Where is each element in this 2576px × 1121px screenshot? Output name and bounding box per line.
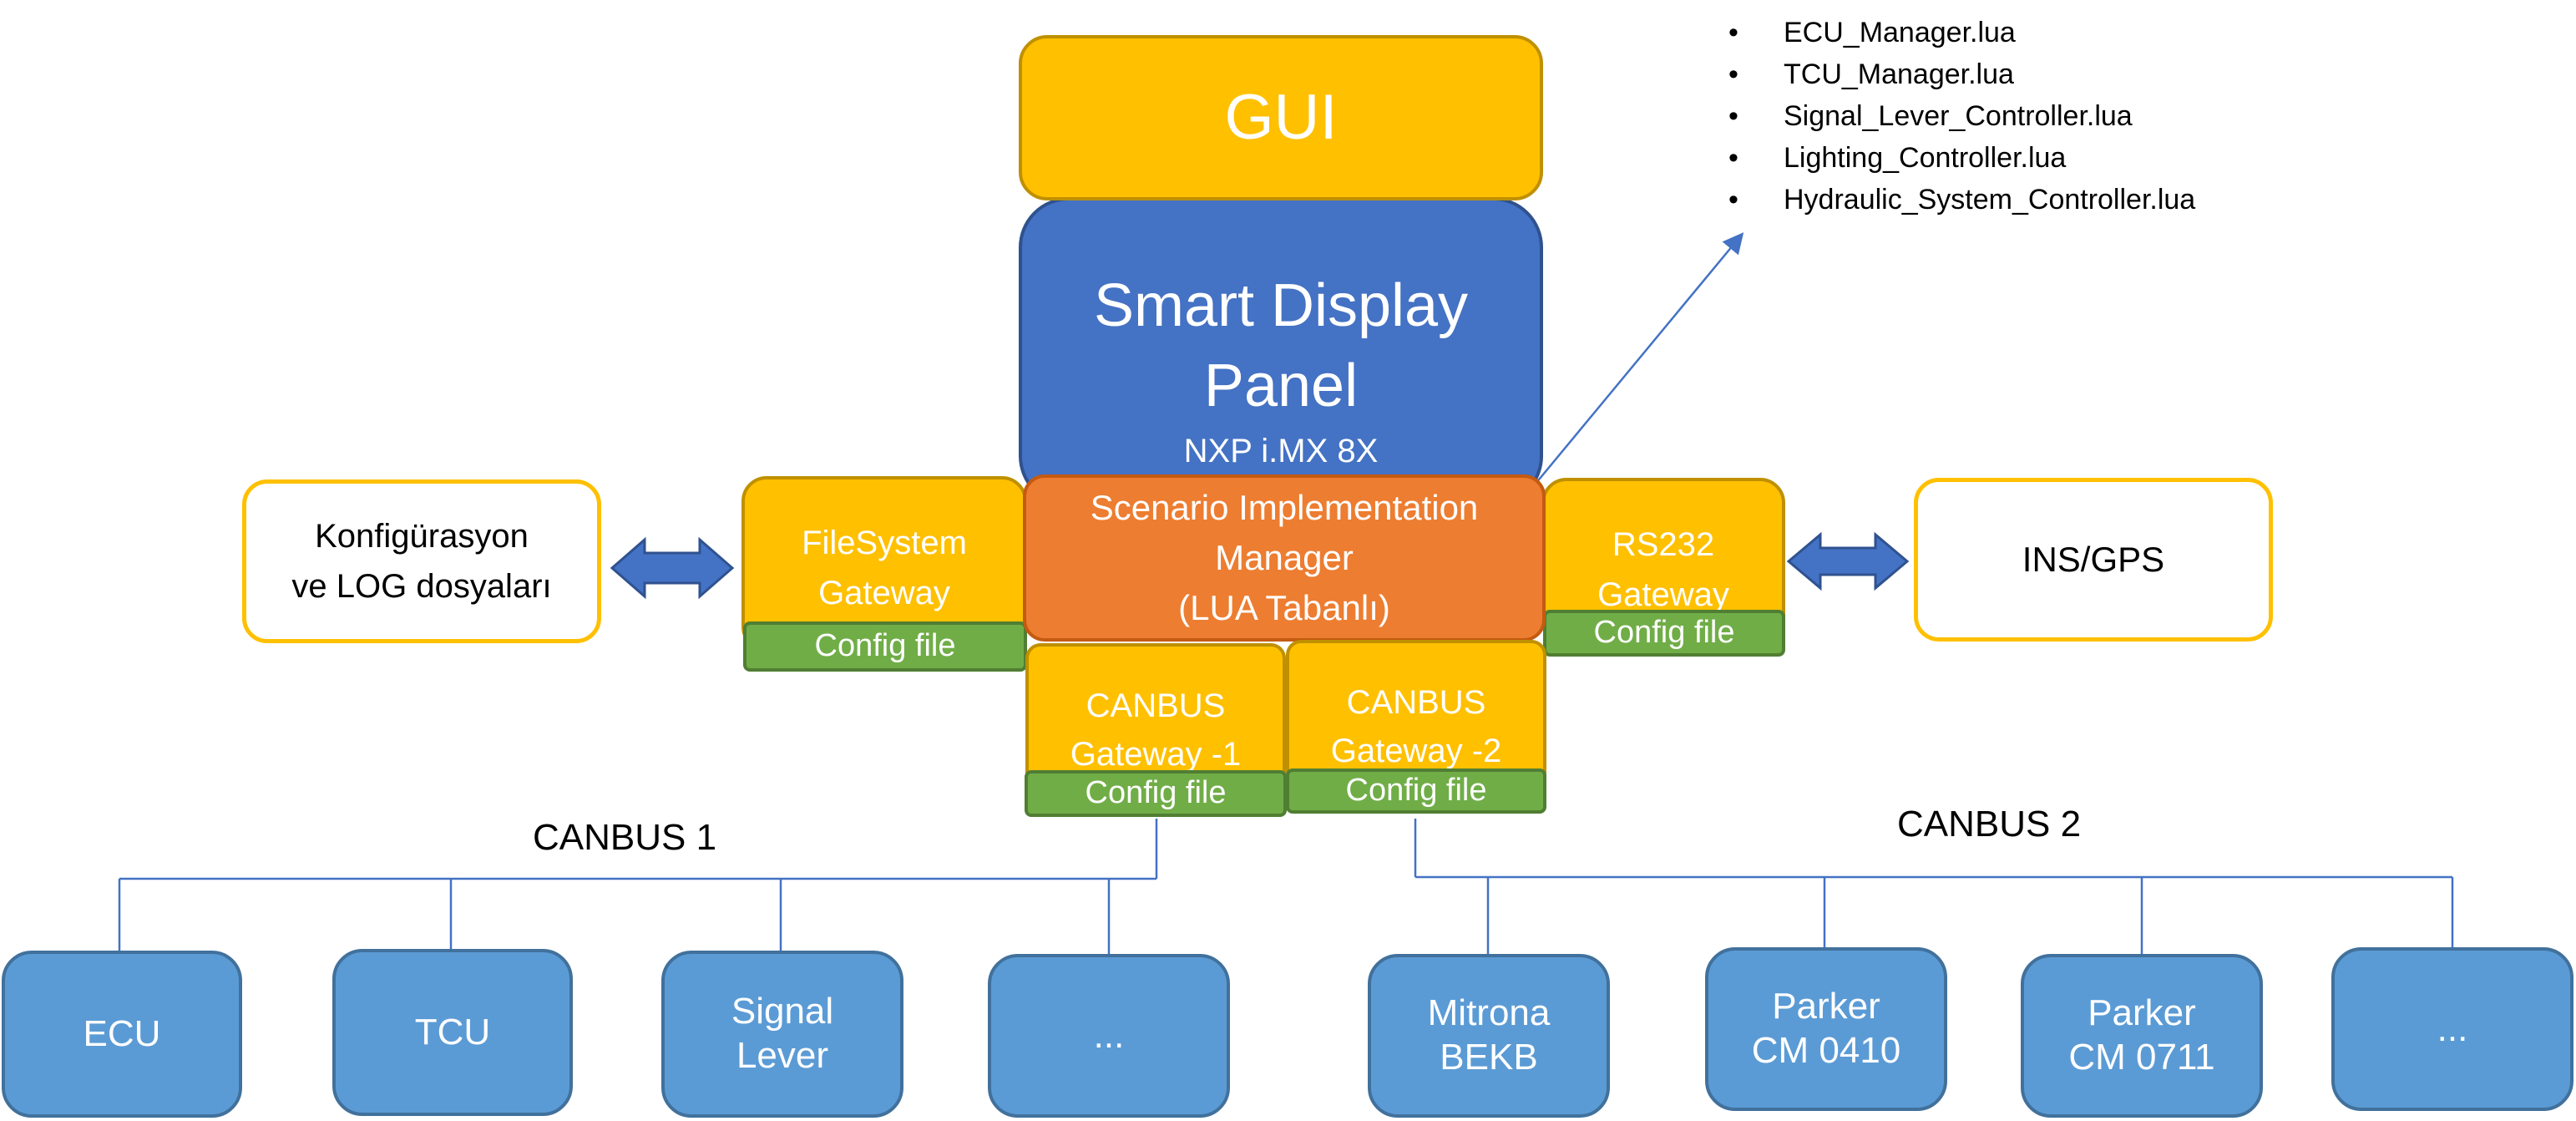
- device-signal-lever: Signal Lever: [661, 951, 903, 1118]
- canbus-2-bus: [1414, 819, 2454, 956]
- device-tcu: TCU: [332, 949, 573, 1116]
- lua-script-item: Lighting_Controller.lua: [1728, 137, 2195, 179]
- canbus-1-bus: [118, 819, 1158, 956]
- filesystem-double-arrow: [610, 536, 735, 600]
- canbus-1-config-label: Config file: [1085, 775, 1227, 811]
- smart-display-title-1: Smart Display: [1093, 272, 1469, 339]
- device-more-canbus-2: ...: [2331, 947, 2573, 1111]
- device-parker-cm-0711: Parker CM 0711: [2021, 954, 2263, 1118]
- ins-gps-box: INS/GPS: [1914, 478, 2273, 642]
- scenario-manager-label-3: (LUA Tabanlı): [1178, 588, 1390, 627]
- device-parker-cm-0410-label-1: Parker: [1772, 986, 1880, 1027]
- canbus-gateway-2: CANBUS Gateway -2: [1286, 640, 1546, 787]
- device-parker-cm-0711-label-1: Parker: [2088, 992, 2196, 1034]
- rs232-gateway-label-2: Gateway: [1597, 576, 1729, 613]
- device-signal-lever-label-1: Signal: [731, 991, 834, 1032]
- rs232-config-label: Config file: [1593, 615, 1735, 651]
- device-parker-cm-0410-label-2: CM 0410: [1751, 1030, 1901, 1071]
- lua-script-item: ECU_Manager.lua: [1728, 12, 2195, 53]
- device-signal-lever-label-2: Lever: [736, 1035, 829, 1076]
- config-logs-label-1: Konfigürasyon: [315, 518, 529, 555]
- canbus-gateway-1: CANBUS Gateway -1: [1025, 643, 1286, 790]
- smart-display-title-2: Panel: [1203, 353, 1359, 419]
- canbus-2-config-label: Config file: [1345, 773, 1487, 809]
- canbus-1-config-file: Config file: [1025, 770, 1287, 817]
- canbus-2-config-file: Config file: [1286, 768, 1546, 814]
- rs232-double-arrow: [1786, 531, 1910, 591]
- device-mitrona-bekb-label-1: Mitrona: [1427, 992, 1551, 1034]
- lua-script-item: Hydraulic_System_Controller.lua: [1728, 179, 2195, 221]
- config-logs-label-2: ve LOG dosyaları: [291, 568, 552, 605]
- filesystem-gateway-label-1: FileSystem: [802, 525, 967, 561]
- canbus-gateway-2-label-2: Gateway -2: [1330, 733, 1502, 769]
- lua-script-item: Signal_Lever_Controller.lua: [1728, 95, 2195, 137]
- canbus-gateway-1-label-1: CANBUS: [1086, 687, 1226, 724]
- canbus-gateway-2-label-1: CANBUS: [1346, 684, 1486, 721]
- device-more-canbus-1-label-1: ...: [1093, 1014, 1125, 1056]
- device-ecu: ECU: [2, 951, 242, 1118]
- device-more-canbus-2-label-1: ...: [2437, 1007, 2468, 1049]
- canbus-1-label: CANBUS 1: [533, 817, 717, 858]
- filesystem-config-file: Config file: [743, 621, 1027, 672]
- rs232-config-file: Config file: [1543, 610, 1785, 657]
- config-logs-box: Konfigürasyon ve LOG dosyaları: [242, 479, 601, 643]
- scenario-manager-label-1: Scenario Implementation: [1090, 488, 1479, 527]
- lua-scripts-arrow: [1506, 232, 1744, 519]
- device-parker-cm-0711-label-2: CM 0711: [2068, 1037, 2215, 1078]
- canbus-gateway-1-label-2: Gateway -1: [1070, 736, 1242, 773]
- filesystem-gateway-label-2: Gateway: [818, 575, 950, 611]
- smart-display-panel: Smart Display Panel NXP i.MX 8X: [1019, 197, 1543, 506]
- device-mitrona-bekb-label-2: BEKB: [1440, 1037, 1538, 1078]
- lua-script-item: TCU_Manager.lua: [1728, 53, 2195, 95]
- gui-label: GUI: [1224, 82, 1338, 154]
- ins-gps-label: INS/GPS: [2022, 539, 2165, 579]
- device-ecu-label-1: ECU: [83, 1012, 161, 1054]
- device-tcu-label-1: TCU: [414, 1011, 491, 1053]
- filesystem-config-label: Config file: [814, 628, 956, 664]
- scenario-manager-label-2: Manager: [1215, 538, 1354, 577]
- smart-display-subtitle: NXP i.MX 8X: [1183, 433, 1379, 469]
- device-more-canbus-1: ...: [988, 954, 1230, 1118]
- rs232-gateway-label-1: RS232: [1612, 526, 1715, 563]
- scenario-implementation-manager: Scenario Implementation Manager (LUA Tab…: [1023, 474, 1546, 642]
- device-parker-cm-0410: Parker CM 0410: [1705, 947, 1947, 1111]
- device-mitrona-bekb: Mitrona BEKB: [1368, 954, 1610, 1118]
- canbus-2-label: CANBUS 2: [1897, 804, 2082, 845]
- gui-box: GUI: [1019, 35, 1543, 200]
- lua-scripts-list: ECU_Manager.lua TCU_Manager.lua Signal_L…: [1728, 12, 2195, 221]
